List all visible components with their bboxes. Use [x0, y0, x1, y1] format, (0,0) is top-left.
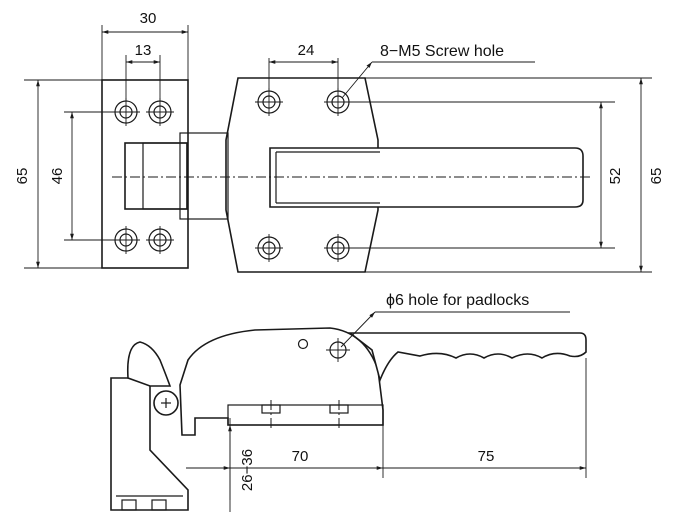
- dim-hole-spacing-52: 52: [607, 168, 624, 185]
- dim-height-65-left: 65: [14, 168, 31, 185]
- dim-hole-spacing-24: 24: [298, 42, 315, 59]
- hinge-block: [124, 142, 188, 210]
- screw-hole: [255, 88, 283, 116]
- padlock-hole: [326, 338, 350, 362]
- top-view: 30 13 24 8−M5 Screw hole 65 46 52: [14, 10, 665, 273]
- screw-hole: [112, 226, 140, 254]
- latch-body: [179, 327, 384, 436]
- screw-hole: [324, 88, 352, 116]
- dim-hole-spacing-46: 46: [49, 168, 66, 185]
- screw-hole: [146, 98, 174, 126]
- dim-length-75: 75: [478, 448, 495, 465]
- label-screw-hole: 8−M5 Screw hole: [380, 43, 504, 60]
- small-hole: [297, 338, 309, 350]
- dim-length-70: 70: [292, 448, 309, 465]
- handle-grip: [347, 332, 587, 383]
- side-view: ϕ6 hole for padlocks 26−36 70 75: [110, 292, 587, 512]
- hinge-collar: [179, 132, 229, 220]
- dim-hole-spacing-13: 13: [135, 42, 152, 59]
- screw-hole: [146, 226, 174, 254]
- mount-plate-side: [227, 404, 384, 426]
- dim-height-65-right: 65: [648, 168, 665, 185]
- screw-hole: [324, 234, 352, 262]
- screw-hole: [255, 234, 283, 262]
- dim-width-30: 30: [140, 10, 157, 27]
- dim-offset-26-36: 26−36: [239, 449, 256, 491]
- hook-lever: [126, 341, 172, 387]
- screw-hole: [112, 98, 140, 126]
- hinge-block-inner: [142, 142, 188, 210]
- label-padlock-hole: ϕ6 hole for padlocks: [386, 292, 529, 309]
